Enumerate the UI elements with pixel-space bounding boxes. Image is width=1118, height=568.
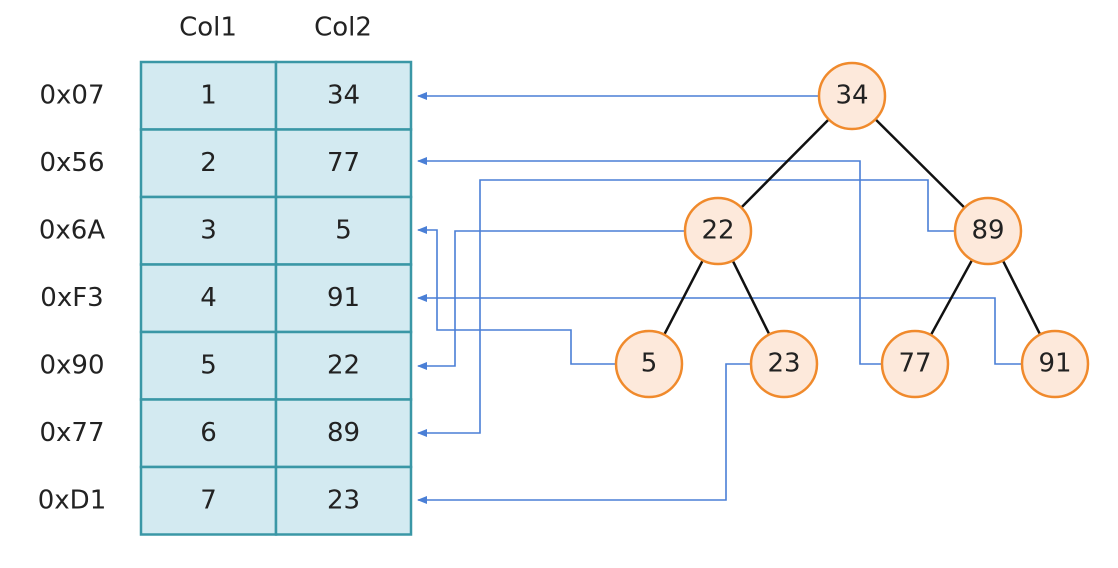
col2-value: 22 (327, 350, 360, 380)
column-header-col2: Col2 (314, 13, 372, 43)
table-row: 0x77 6 89 (39, 398, 413, 469)
col2-cell (274, 195, 413, 266)
col1-value: 4 (200, 283, 217, 313)
tree-node: 34 (817, 61, 887, 131)
col2-value: 34 (327, 80, 360, 110)
col2-value: 77 (327, 148, 360, 178)
tree-node: 91 (1020, 329, 1090, 399)
node-label: 5 (641, 349, 658, 379)
col1-value: 1 (200, 80, 217, 110)
node-circle (953, 196, 1023, 266)
pointer-line (417, 226, 616, 365)
tree-node: 77 (880, 329, 950, 399)
node-label: 22 (701, 216, 734, 246)
col2-cell (274, 128, 413, 199)
node-circle (614, 329, 684, 399)
col2-value: 91 (327, 283, 360, 313)
col2-value: 5 (335, 215, 352, 245)
tree-edge (663, 259, 704, 336)
col1-value: 2 (200, 148, 217, 178)
node-label: 91 (1038, 349, 1071, 379)
index-table: 0x07 1 34 0x56 2 77 0x6A 3 5 0xF3 4 91 0x90 5 22 0x77 6 8… (38, 60, 413, 536)
table-row: 0x6A 3 5 (39, 195, 413, 266)
table-row: 0x07 1 34 (39, 60, 413, 131)
table-row: 0x56 2 77 (39, 128, 413, 199)
col2-cell (274, 263, 413, 334)
pointer-line (417, 179, 955, 437)
col2-value: 23 (327, 485, 360, 515)
col1-value: 3 (200, 215, 217, 245)
tree-node: 23 (749, 329, 819, 399)
pointer-line (417, 294, 1022, 365)
col2-cell (274, 398, 413, 469)
col1-value: 5 (200, 350, 217, 380)
pointer-line (417, 157, 882, 365)
tree-node: 5 (614, 329, 684, 399)
node-circle (880, 329, 950, 399)
node-label: 34 (835, 81, 868, 111)
tree-edge (874, 118, 966, 209)
col2-cell (274, 330, 413, 401)
node-circle (749, 329, 819, 399)
tree-node: 89 (953, 196, 1023, 266)
tree-node: 22 (683, 196, 753, 266)
col2-value: 89 (327, 418, 360, 448)
node-circle (817, 61, 887, 131)
row-address: 0xD1 (38, 485, 107, 515)
column-header-col1: Col1 (179, 13, 237, 43)
tree-nodes: 34 22 89 5 23 77 91 (614, 61, 1090, 399)
tree-edge (1001, 259, 1042, 336)
col2-cell (274, 60, 413, 131)
row-address: 0x77 (39, 418, 104, 448)
tree-edge (740, 118, 830, 209)
row-address: 0x56 (39, 148, 104, 178)
node-label: 89 (971, 216, 1004, 246)
pointer-line (417, 363, 751, 504)
table-row: 0x90 5 22 (39, 330, 413, 401)
node-label: 23 (767, 349, 800, 379)
table-row: 0xD1 7 23 (38, 465, 413, 536)
row-address: 0x6A (39, 215, 105, 245)
pointer-lines (417, 92, 1022, 504)
row-address: 0x07 (39, 80, 104, 110)
col1-value: 6 (200, 418, 217, 448)
col2-cell (274, 465, 413, 536)
node-label: 77 (898, 349, 931, 379)
col1-cell (139, 465, 278, 536)
col1-value: 7 (200, 485, 217, 515)
row-address: 0x90 (39, 350, 104, 380)
tree-edge (731, 260, 771, 335)
table-row: 0xF3 4 91 (40, 263, 413, 334)
col1-cell (139, 60, 278, 131)
node-circle (683, 196, 753, 266)
tree-edge (929, 259, 974, 336)
row-address: 0xF3 (40, 283, 103, 313)
pointer-line (417, 230, 685, 370)
node-circle (1020, 329, 1090, 399)
tree-edges (663, 118, 1042, 336)
